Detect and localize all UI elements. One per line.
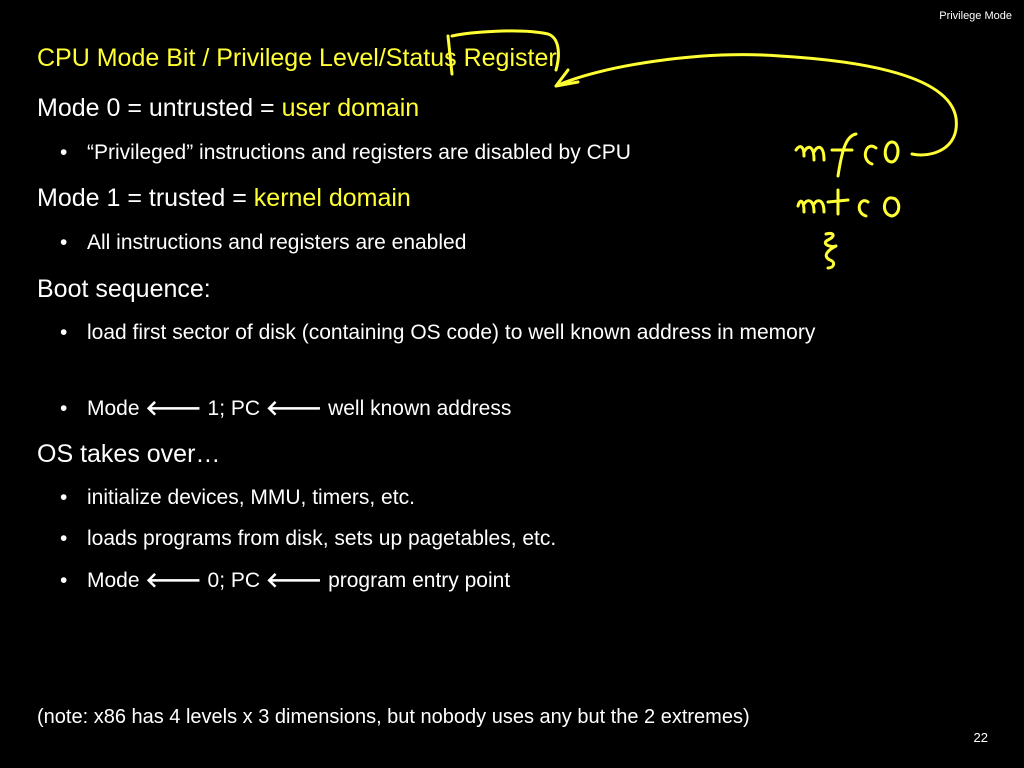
boot-sequence-title: Boot sequence: (37, 275, 211, 303)
text-part: Mode (87, 397, 146, 420)
slide-heading: CPU Mode Bit / Privilege Level/Status Re… (37, 44, 557, 73)
os-takes-over-title: OS takes over… (37, 440, 221, 468)
text-part: well known address (322, 397, 512, 420)
bullet-icon: • (60, 569, 68, 592)
left-arrow-icon: 🡐 (145, 397, 202, 420)
bullet-icon: • (60, 231, 68, 254)
mode0-bullet: • “Privileged” instructions and registers… (60, 141, 631, 165)
heading-suffix: Status Register (385, 44, 557, 72)
ink-text-mfc0 (794, 132, 900, 178)
text-part: program entry point (322, 569, 511, 592)
mode0-text: Mode 0 = untrusted = (37, 94, 282, 122)
bullet-text: All instructions and registers are enabl… (87, 231, 467, 254)
bullet-text: Mode 🡐 0; PC 🡐 program entry point (87, 568, 510, 593)
bullet-icon: • (60, 141, 68, 164)
bullet-icon: • (60, 527, 68, 550)
bullet-text: “Privileged” instructions and registers … (87, 141, 631, 164)
os-bullet-2: • loads programs from disk, sets up paget… (60, 527, 556, 551)
mode1-highlight: kernel domain (253, 184, 411, 212)
text-part: 1; PC (201, 397, 266, 420)
boot-bullet-2: • Mode 🡐 1; PC 🡐 well known address (60, 396, 511, 421)
bullet-text: load first sector of disk (containing OS… (87, 321, 816, 344)
ink-text-xi (823, 232, 838, 270)
bullet-text: initialize devices, MMU, timers, etc. (87, 486, 415, 509)
mode1-line: Mode 1 = trusted = kernel domain (37, 184, 411, 213)
mode1-bullet: • All instructions and registers are enab… (60, 231, 466, 255)
bullet-icon: • (60, 321, 68, 344)
ink-text-mtc0 (796, 188, 901, 218)
ink-arrowhead (554, 68, 580, 88)
bullet-icon: • (60, 486, 68, 509)
page-number: 22 (973, 730, 988, 745)
mode0-line: Mode 0 = untrusted = user domain (37, 94, 419, 123)
text-part: Mode (87, 569, 146, 592)
os-bullet-3: • Mode 🡐 0; PC 🡐 program entry point (60, 568, 510, 593)
footnote: (note: x86 has 4 levels x 3 dimensions, … (37, 706, 750, 728)
left-arrow-icon: 🡐 (145, 569, 202, 592)
bullet-text: loads programs from disk, sets up pageta… (87, 527, 557, 550)
bullet-icon: • (60, 397, 68, 420)
os-bullet-1: • initialize devices, MMU, timers, etc. (60, 486, 415, 510)
boot-bullet-1: • load first sector of disk (containing O… (60, 316, 890, 350)
mode0-highlight: user domain (281, 94, 420, 122)
mode1-text: Mode 1 = trusted = (37, 184, 254, 212)
heading-separator: / (378, 44, 386, 72)
left-arrow-icon: 🡐 (265, 397, 323, 420)
bullet-text: Mode 🡐 1; PC 🡐 well known address (87, 396, 511, 421)
text-part: 0; PC (201, 569, 266, 592)
slide-header-title: Privilege Mode (939, 10, 1012, 22)
left-arrow-icon: 🡐 (265, 569, 323, 592)
ink-curve (554, 53, 958, 157)
heading-prefix: CPU Mode Bit / Privilege Level (37, 44, 379, 72)
